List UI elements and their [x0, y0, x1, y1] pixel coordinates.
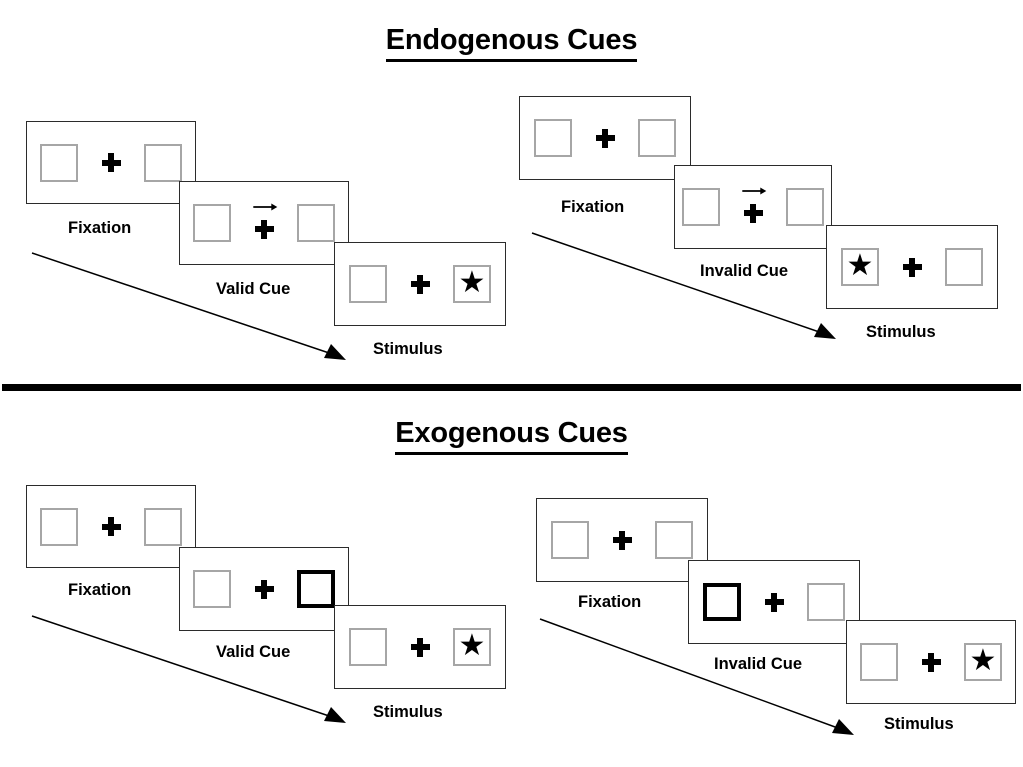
time-arrow-endo-valid	[31, 252, 346, 360]
center-column	[916, 642, 946, 682]
panel-content	[180, 203, 348, 243]
placeholder-box-right	[638, 119, 676, 157]
fixation-cross-icon	[743, 203, 763, 223]
placeholder-box-left	[349, 265, 387, 303]
placeholder-box-right: ★	[964, 643, 1002, 681]
placeholder-box-left	[193, 570, 231, 608]
panel-content	[689, 582, 859, 622]
placeholder-box-right	[144, 143, 182, 182]
panel-endo-invalid-cue	[674, 165, 832, 249]
panel-content	[180, 569, 348, 609]
caption-endo-valid-cue: Valid Cue	[216, 280, 291, 298]
placeholder-box-right	[297, 204, 335, 242]
fixation-cross-icon	[254, 579, 274, 599]
placeholder-box-right: ★	[453, 265, 491, 303]
section-divider	[2, 384, 1021, 391]
caption-endo-valid-fixation: Fixation	[68, 219, 132, 237]
star-icon-right: ★	[458, 266, 486, 299]
fixation-cross-icon	[902, 257, 922, 277]
panel-content: ★	[335, 627, 505, 667]
fixation-cross-icon	[921, 652, 941, 672]
section-title-endogenous: Endogenous Cues	[0, 24, 1023, 62]
panel-endo-valid-stimulus: ★	[334, 242, 506, 326]
panel-content: ★	[847, 642, 1015, 682]
panel-content: ★	[827, 247, 997, 287]
caption-endo-invalid-stimulus: Stimulus	[866, 323, 936, 341]
caption-endo-invalid-cue: Invalid Cue	[700, 262, 789, 280]
panel-endo-invalid-fixation	[519, 96, 691, 180]
center-column	[96, 143, 126, 183]
panel-content	[27, 143, 195, 183]
cue-arrow-right-icon	[742, 187, 767, 195]
caption-exo-valid-cue: Valid Cue	[216, 643, 291, 661]
panel-exo-valid-cue	[179, 547, 349, 631]
caption-exo-valid-fixation: Fixation	[68, 581, 132, 599]
section-title-exogenous: Exogenous Cues	[0, 417, 1023, 455]
fixation-cross-icon	[101, 517, 121, 536]
star-icon-right: ★	[458, 629, 486, 662]
panel-content: ★	[335, 264, 505, 304]
center-column	[249, 569, 279, 609]
section-title-exogenous-text: Exogenous Cues	[395, 417, 628, 455]
fixation-cross-icon	[764, 592, 784, 612]
center-column	[249, 203, 279, 243]
placeholder-box-left	[551, 521, 589, 559]
panel-content	[520, 118, 690, 158]
caption-exo-invalid-cue: Invalid Cue	[714, 655, 803, 673]
panel-exo-valid-stimulus: ★	[334, 605, 506, 689]
section-title-endogenous-text: Endogenous Cues	[385, 24, 637, 62]
placeholder-box-left: ★	[841, 248, 879, 286]
placeholder-box-left	[860, 643, 898, 681]
placeholder-box-left	[534, 119, 572, 157]
center-column	[96, 507, 126, 547]
panel-endo-valid-cue	[179, 181, 349, 265]
panel-endo-valid-fixation	[26, 121, 196, 204]
star-icon-right: ★	[969, 644, 997, 677]
placeholder-box-right	[807, 583, 845, 621]
caption-endo-invalid-fixation: Fixation	[561, 198, 625, 216]
center-column	[738, 187, 768, 227]
placeholder-box-left-cued	[703, 583, 741, 621]
placeholder-box-right	[144, 507, 182, 546]
placeholder-box-left	[40, 143, 78, 182]
fixation-cross-icon	[254, 219, 274, 239]
center-column	[405, 264, 435, 304]
fixation-cross-icon	[410, 274, 430, 294]
placeholder-box-left	[682, 188, 720, 226]
center-column	[590, 118, 620, 158]
center-column	[759, 582, 789, 622]
panel-content	[537, 520, 707, 560]
fixation-cross-icon	[410, 637, 430, 657]
fixation-cross-icon	[612, 530, 632, 550]
panel-endo-invalid-stimulus: ★	[826, 225, 998, 309]
panel-content	[675, 187, 831, 227]
placeholder-box-left	[40, 507, 78, 546]
panel-exo-invalid-cue	[688, 560, 860, 644]
caption-exo-invalid-fixation: Fixation	[578, 593, 642, 611]
placeholder-box-right	[945, 248, 983, 286]
panel-exo-invalid-stimulus: ★	[846, 620, 1016, 704]
caption-exo-invalid-stimulus: Stimulus	[884, 715, 954, 733]
placeholder-box-right-cued	[297, 570, 335, 608]
placeholder-box-left	[349, 628, 387, 666]
fixation-cross-icon	[595, 128, 615, 148]
placeholder-box-right	[655, 521, 693, 559]
panel-exo-invalid-fixation	[536, 498, 708, 582]
placeholder-box-right: ★	[453, 628, 491, 666]
cue-arrow-right-icon	[253, 203, 278, 211]
center-column	[405, 627, 435, 667]
placeholder-box-left	[193, 204, 231, 242]
placeholder-box-right	[786, 188, 824, 226]
caption-endo-valid-stimulus: Stimulus	[373, 340, 443, 358]
center-column	[897, 247, 927, 287]
fixation-cross-icon	[101, 153, 121, 172]
center-column	[607, 520, 637, 560]
star-icon-left: ★	[846, 249, 874, 282]
caption-exo-valid-stimulus: Stimulus	[373, 703, 443, 721]
panel-content	[27, 507, 195, 547]
panel-exo-valid-fixation	[26, 485, 196, 568]
